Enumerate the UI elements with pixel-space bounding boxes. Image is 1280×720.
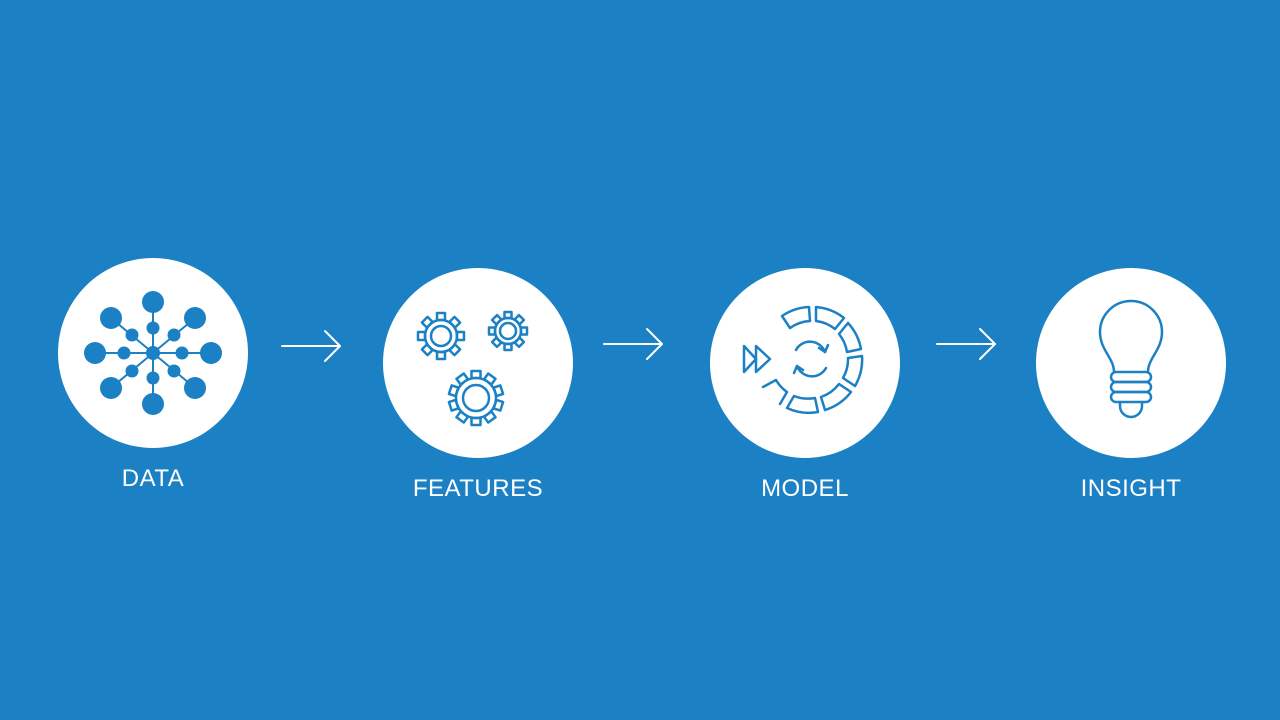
gears-icon <box>416 310 529 427</box>
arrow-right-icon <box>935 326 999 362</box>
step-data-label: DATA <box>121 465 185 492</box>
step-insight-circle <box>1036 268 1226 458</box>
network-nodes-icon <box>84 291 222 415</box>
step-insight-label: INSIGHT <box>1080 475 1182 502</box>
step-features-circle <box>383 268 573 458</box>
step-model: MODEL <box>710 268 900 504</box>
step-model-label: MODEL <box>761 475 849 502</box>
step-data-circle <box>58 258 248 448</box>
lightbulb-icon <box>1098 299 1164 419</box>
model-cycle-icon <box>742 305 864 415</box>
arrow-right-icon <box>280 328 344 364</box>
step-features: FEATURES <box>383 268 573 504</box>
step-data: DATA <box>58 258 248 494</box>
step-insight: INSIGHT <box>1036 268 1226 504</box>
arrow-right-icon <box>602 326 666 362</box>
step-model-circle <box>710 268 900 458</box>
step-features-label: FEATURES <box>412 475 544 502</box>
